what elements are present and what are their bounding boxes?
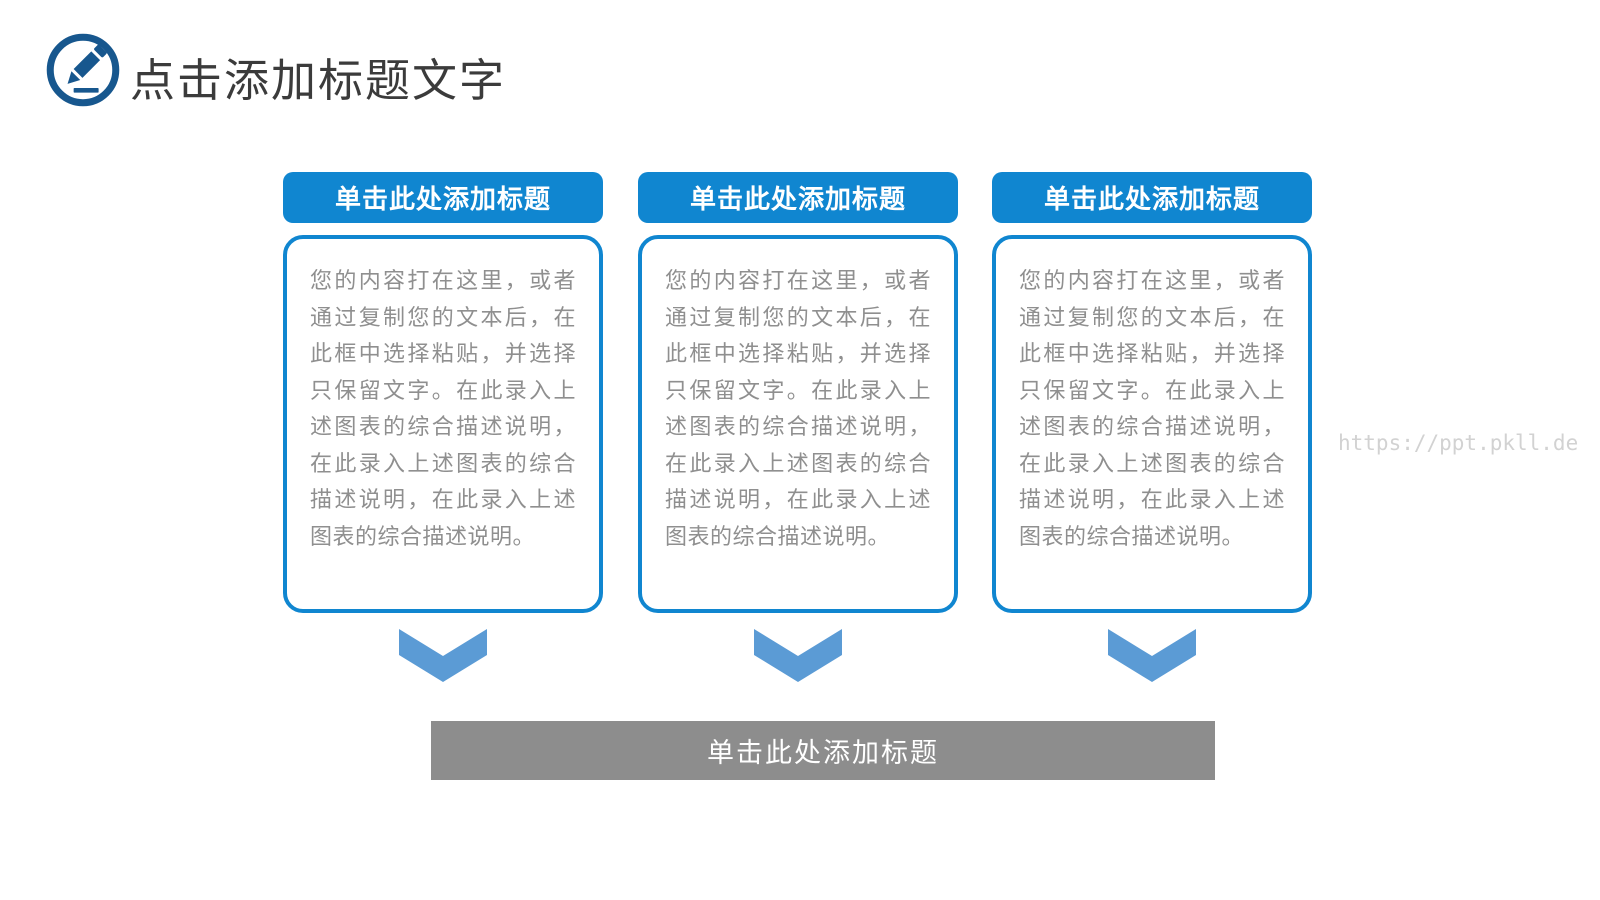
page-title: 点击添加标题文字 [130,55,507,106]
chevron-down-icon [754,629,842,682]
summary-bar-label: 单击此处添加标题 [707,738,939,768]
watermark: https://ppt.pkll.de [1338,431,1579,455]
card-2-body-text: 您的内容打在这里，或者通过复制您的文本后，在此框中选择粘贴，并选择只保留文字。在… [665,268,931,549]
card-2-body-placeholder[interactable]: 您的内容打在这里，或者通过复制您的文本后，在此框中选择粘贴，并选择只保留文字。在… [638,235,958,613]
card-1: 单击此处添加标题 您的内容打在这里，或者通过复制您的文本后，在此框中选择粘贴，并… [283,172,603,613]
card-2: 单击此处添加标题 您的内容打在这里，或者通过复制您的文本后，在此框中选择粘贴，并… [638,172,958,613]
card-1-title-placeholder[interactable]: 单击此处添加标题 [283,172,603,223]
card-3: 单击此处添加标题 您的内容打在这里，或者通过复制您的文本后，在此框中选择粘贴，并… [992,172,1312,613]
card-3-body-text: 您的内容打在这里，或者通过复制您的文本后，在此框中选择粘贴，并选择只保留文字。在… [1019,268,1285,549]
card-2-title-label: 单击此处添加标题 [689,184,906,214]
summary-bar-placeholder[interactable]: 单击此处添加标题 [431,721,1215,780]
card-2-title-placeholder[interactable]: 单击此处添加标题 [638,172,958,223]
chevron-down-icon [1108,629,1196,682]
card-3-body-placeholder[interactable]: 您的内容打在这里，或者通过复制您的文本后，在此框中选择粘贴，并选择只保留文字。在… [992,235,1312,613]
card-3-title-label: 单击此处添加标题 [1043,184,1260,214]
card-1-body-text: 您的内容打在这里，或者通过复制您的文本后，在此框中选择粘贴，并选择只保留文字。在… [310,268,576,549]
card-3-title-placeholder[interactable]: 单击此处添加标题 [992,172,1312,223]
card-1-body-placeholder[interactable]: 您的内容打在这里，或者通过复制您的文本后，在此框中选择粘贴，并选择只保留文字。在… [283,235,603,613]
card-1-title-label: 单击此处添加标题 [334,184,551,214]
pencil-icon [44,31,122,109]
chevron-down-icon [399,629,487,682]
